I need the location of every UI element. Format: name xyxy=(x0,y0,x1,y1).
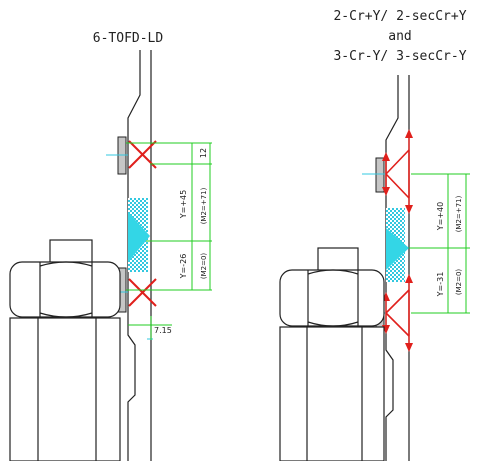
right-arrow-stems xyxy=(385,136,410,345)
right-nut xyxy=(279,247,385,461)
right-beam-top xyxy=(385,149,410,199)
left-label-upper-sub: (M2=+71) xyxy=(200,187,208,224)
right-title-line3: 3-Cr-Y/ 3-secCr-Y xyxy=(333,49,466,64)
right-title-line1: 2-Cr+Y/ 2-secCr+Y xyxy=(333,9,466,24)
left-cross-bottom xyxy=(128,278,157,307)
right-title-line2: and xyxy=(388,29,411,44)
right-label-lower-sub: (M2=0) xyxy=(455,269,463,296)
left-panel: 6-TOFD-LD xyxy=(9,31,212,461)
right-probe-top xyxy=(375,157,385,193)
right-dimension-lines xyxy=(409,173,470,314)
right-weld-zone xyxy=(386,228,409,270)
left-dimension-lines xyxy=(126,142,212,340)
right-panel: 2-Cr+Y/ 2-secCr+Y and 3-Cr-Y/ 3-secCr-Y xyxy=(279,9,470,461)
right-label-upper-sub: (M2=+71) xyxy=(455,195,463,232)
left-title: 6-TOFD-LD xyxy=(93,31,164,46)
right-label-upper: Y=+40 xyxy=(436,202,445,231)
left-nut xyxy=(9,239,121,461)
left-weld-zone xyxy=(128,212,150,262)
arrow-up-bottom xyxy=(405,274,413,283)
right-beam-bottom xyxy=(385,289,410,337)
left-label-upper: Y=+45 xyxy=(179,190,188,219)
left-dim-top: 12 xyxy=(199,148,208,158)
right-label-lower: Y=-31 xyxy=(436,272,445,298)
left-label-lower: Y=-26 xyxy=(179,254,188,280)
left-dim-bottom: 7.15 xyxy=(154,326,172,335)
arrow-up-probe-top xyxy=(382,152,390,161)
arrow-down-bottom xyxy=(405,343,413,352)
left-label-lower-sub: (M2=0) xyxy=(200,253,208,280)
left-plate-outline xyxy=(127,50,152,461)
arrow-down-top xyxy=(405,205,413,214)
arrow-up-top xyxy=(405,129,413,138)
arrow-down-probe-top xyxy=(382,187,390,196)
